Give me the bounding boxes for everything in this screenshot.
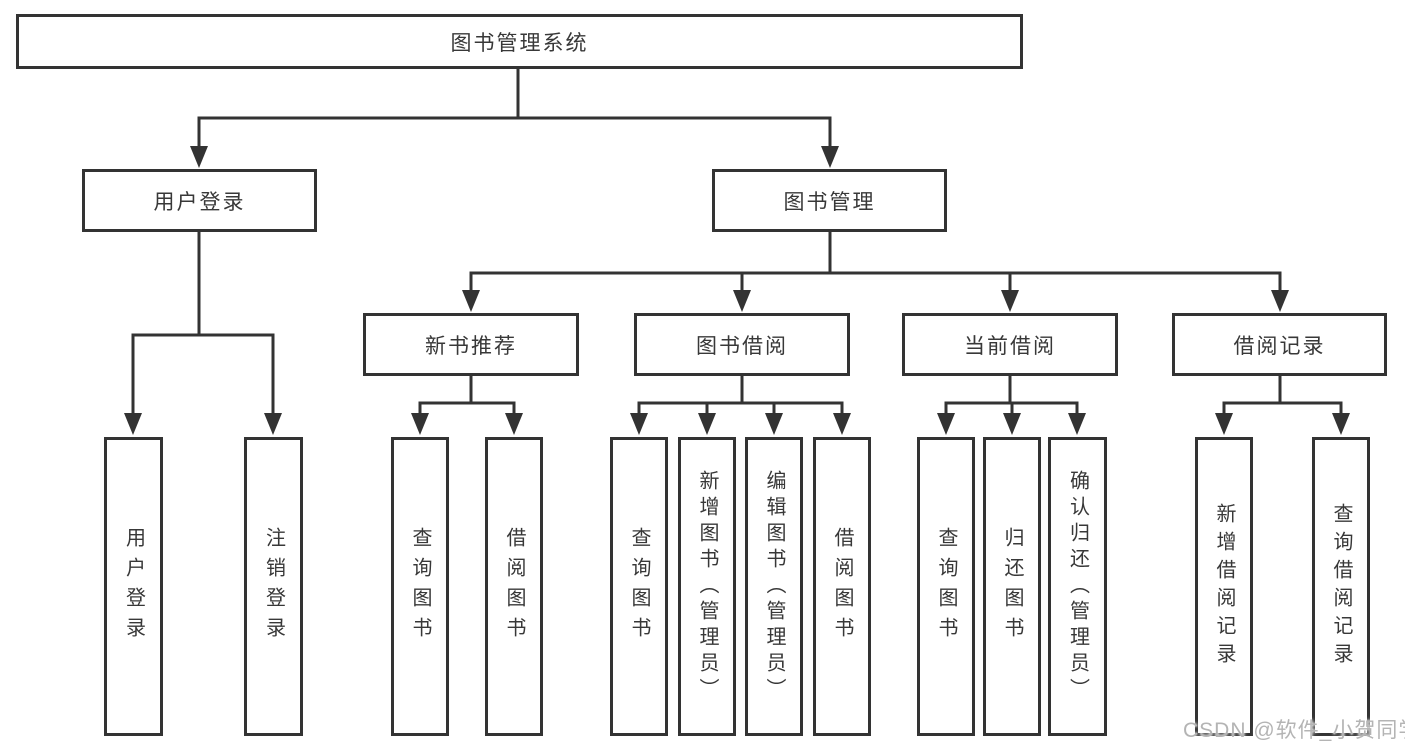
leaf-borrow-edit-book-admin: 编辑图书（管理员） — [745, 437, 803, 736]
leaf-recommend-query-books-label: 查询图书 — [409, 526, 431, 647]
leaf-logout: 注销登录 — [244, 437, 303, 736]
leaf-records-add-borrow-record-label: 新增借阅记录 — [1213, 502, 1235, 671]
leaf-logout-label: 注销登录 — [262, 526, 285, 647]
leaf-borrow-add-book-admin-label: 新增图书（管理员） — [696, 469, 718, 704]
leaf-records-query-borrow-record: 查询借阅记录 — [1312, 437, 1370, 736]
leaf-borrow-add-book-admin: 新增图书（管理员） — [678, 437, 736, 736]
leaf-borrow-borrow-books-label: 借阅图书 — [831, 526, 853, 647]
leaf-records-query-borrow-record-label: 查询借阅记录 — [1330, 502, 1352, 671]
leaf-current-confirm-return-admin: 确认归还（管理员） — [1048, 437, 1107, 736]
leaf-current-query-books-label: 查询图书 — [935, 526, 957, 647]
leaf-user-login: 用户登录 — [104, 437, 163, 736]
leaf-records-add-borrow-record: 新增借阅记录 — [1195, 437, 1253, 736]
connector-paths — [131, 69, 1343, 418]
leaf-borrow-query-books-label: 查询图书 — [628, 526, 650, 647]
leaf-borrow-borrow-books: 借阅图书 — [813, 437, 871, 736]
node-current-borrow: 当前借阅 — [902, 313, 1118, 376]
leaf-user-login-label: 用户登录 — [122, 526, 145, 647]
leaf-current-confirm-return-admin-label: 确认归还（管理员） — [1066, 469, 1089, 704]
leaf-recommend-query-books: 查询图书 — [391, 437, 449, 736]
node-book-borrow: 图书借阅 — [634, 313, 850, 376]
arrowheads — [124, 146, 1350, 435]
leaf-current-return-books-label: 归还图书 — [1001, 526, 1023, 647]
csdn-watermark: CSDN @软件_小贺同学 — [1183, 719, 1405, 742]
node-user-login: 用户登录 — [82, 169, 317, 232]
leaf-current-query-books: 查询图书 — [917, 437, 975, 736]
node-book-management: 图书管理 — [712, 169, 947, 232]
node-borrow-records: 借阅记录 — [1172, 313, 1387, 376]
leaf-recommend-borrow-books: 借阅图书 — [485, 437, 543, 736]
leaf-recommend-borrow-books-label: 借阅图书 — [503, 526, 525, 647]
node-root-library-system: 图书管理系统 — [16, 14, 1023, 69]
leaf-borrow-query-books: 查询图书 — [610, 437, 668, 736]
leaf-current-return-books: 归还图书 — [983, 437, 1041, 736]
leaf-borrow-edit-book-admin-label: 编辑图书（管理员） — [763, 469, 785, 704]
node-new-book-recommend: 新书推荐 — [363, 313, 579, 376]
